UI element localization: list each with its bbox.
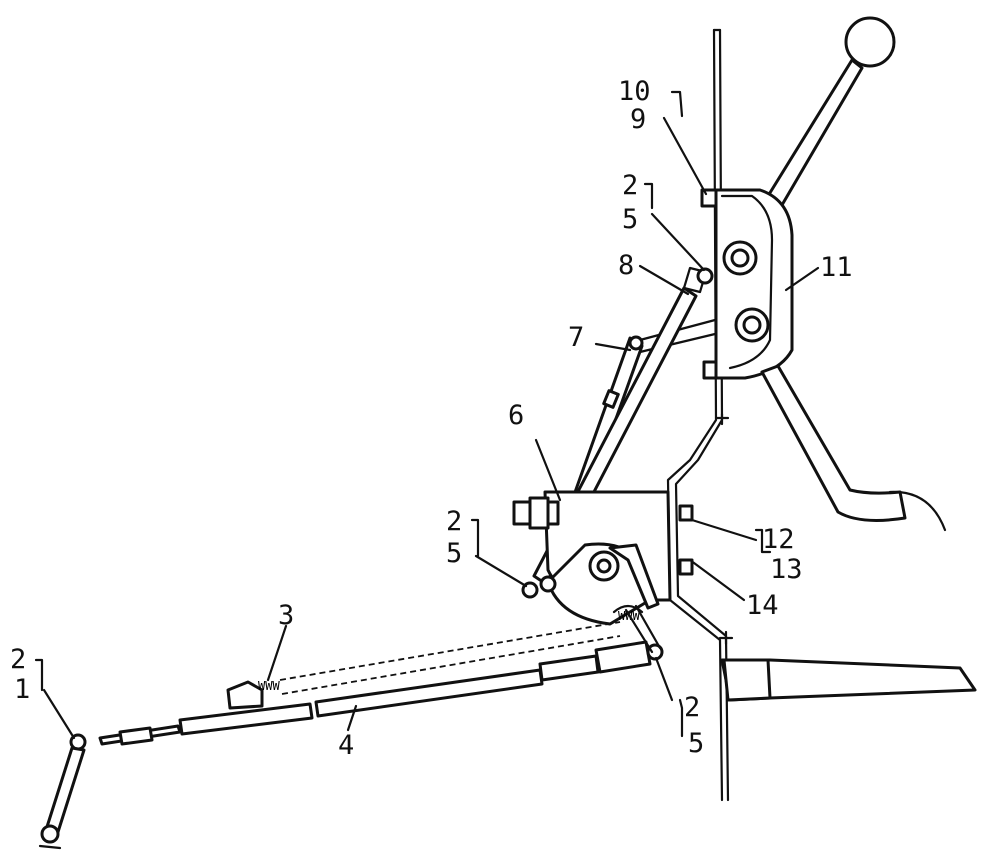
label-5-top: 5 xyxy=(622,204,638,235)
label-5-mid: 5 xyxy=(446,538,462,569)
label-13: 13 xyxy=(770,554,803,585)
leader-lines xyxy=(34,90,820,740)
label-3: 3 xyxy=(278,600,294,631)
label-9: 9 xyxy=(630,104,646,135)
svg-text:WWW: WWW xyxy=(258,679,280,693)
plate-bolts xyxy=(678,412,734,646)
foot-rest xyxy=(720,658,977,702)
label-14: 14 xyxy=(746,590,779,621)
label-1: 1 xyxy=(14,674,30,705)
label-6: 6 xyxy=(508,400,524,431)
label-4: 4 xyxy=(338,730,354,761)
label-2-mid: 2 xyxy=(446,506,462,537)
pivot-cam: WWW xyxy=(546,542,660,626)
label-2-bottom: 2 xyxy=(684,692,700,723)
label-2-left: 2 xyxy=(10,644,26,675)
lower-link xyxy=(624,604,662,654)
spring-rod-3: WWW xyxy=(226,621,621,710)
label-7: 7 xyxy=(568,322,584,353)
part-labels: 10 9 2 5 8 11 7 6 2 5 12 13 14 3 2 1 2 5… xyxy=(10,76,853,761)
bell-crank xyxy=(38,733,87,850)
label-11: 11 xyxy=(820,252,853,283)
label-2-top: 2 xyxy=(622,170,638,201)
label-5-bottom: 5 xyxy=(688,728,704,759)
label-12: 12 xyxy=(762,524,795,555)
label-10: 10 xyxy=(618,76,651,107)
mounting-plate xyxy=(666,28,730,802)
lever-housing xyxy=(700,188,794,380)
rod-4 xyxy=(98,640,664,746)
shift-lever xyxy=(766,16,896,207)
label-8: 8 xyxy=(618,250,634,281)
pedal-arm xyxy=(760,364,947,532)
